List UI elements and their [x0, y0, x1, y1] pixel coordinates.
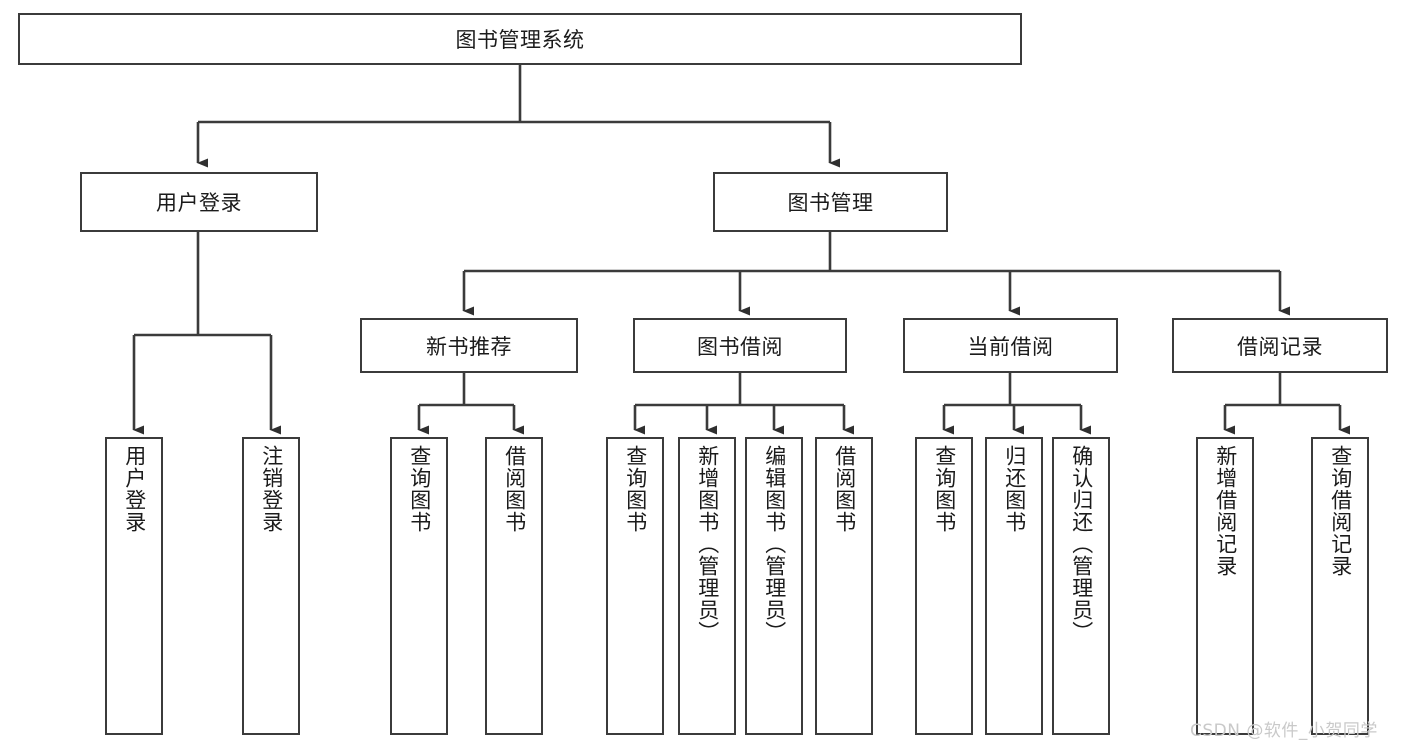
- node-new-book-recommend[interactable]: 新书推荐: [360, 318, 578, 373]
- leaf-add-record-label: 新增借阅记录: [1213, 445, 1238, 577]
- node-book-management[interactable]: 图书管理: [713, 172, 948, 232]
- leaf-query-book-3-label: 查询图书: [932, 445, 957, 533]
- csdn-watermark: CSDN @软件_小贺同学: [1190, 721, 1378, 741]
- leaf-add-book-label: 新增图书（管理员）: [695, 445, 720, 643]
- leaf-return-book-label: 归还图书: [1002, 445, 1027, 533]
- node-current-borrow-label: 当前借阅: [967, 334, 1054, 359]
- leaf-edit-book-label: 编辑图书（管理员）: [762, 445, 787, 643]
- node-current-borrow[interactable]: 当前借阅: [903, 318, 1118, 373]
- leaf-logout-login[interactable]: 注销登录: [242, 437, 300, 735]
- leaf-user-login[interactable]: 用户登录: [105, 437, 163, 735]
- leaf-query-book-2-label: 查询图书: [623, 445, 648, 533]
- node-root-label: 图书管理系统: [455, 28, 585, 52]
- leaf-add-book[interactable]: 新增图书（管理员）: [678, 437, 736, 735]
- leaf-query-book-2[interactable]: 查询图书: [606, 437, 664, 735]
- node-book-borrow[interactable]: 图书借阅: [633, 318, 847, 373]
- leaf-logout-login-label: 注销登录: [259, 445, 284, 533]
- leaf-add-record[interactable]: 新增借阅记录: [1196, 437, 1254, 735]
- node-new-book-recommend-label: 新书推荐: [426, 334, 512, 359]
- leaf-query-book-1[interactable]: 查询图书: [390, 437, 448, 735]
- leaf-confirm-return-label: 确认归还（管理员）: [1069, 445, 1094, 643]
- leaf-query-book-3[interactable]: 查询图书: [915, 437, 973, 735]
- leaf-query-record[interactable]: 查询借阅记录: [1311, 437, 1369, 735]
- node-book-management-label: 图书管理: [787, 191, 874, 215]
- leaf-edit-book[interactable]: 编辑图书（管理员）: [745, 437, 803, 735]
- node-borrow-record-label: 借阅记录: [1237, 334, 1323, 359]
- node-root[interactable]: 图书管理系统: [18, 13, 1022, 65]
- leaf-return-book[interactable]: 归还图书: [985, 437, 1043, 735]
- node-book-borrow-label: 图书借阅: [697, 334, 783, 359]
- leaf-query-record-label: 查询借阅记录: [1328, 445, 1353, 577]
- leaf-query-book-1-label: 查询图书: [407, 445, 432, 533]
- leaf-borrow-book-2-label: 借阅图书: [832, 445, 857, 533]
- node-borrow-record[interactable]: 借阅记录: [1172, 318, 1388, 373]
- node-user-login-label: 用户登录: [156, 191, 242, 215]
- leaf-user-login-label: 用户登录: [122, 445, 147, 533]
- node-user-login[interactable]: 用户登录: [80, 172, 318, 232]
- leaf-borrow-book-1[interactable]: 借阅图书: [485, 437, 543, 735]
- leaf-borrow-book-2[interactable]: 借阅图书: [815, 437, 873, 735]
- leaf-borrow-book-1-label: 借阅图书: [502, 445, 527, 533]
- leaf-confirm-return[interactable]: 确认归还（管理员）: [1052, 437, 1110, 735]
